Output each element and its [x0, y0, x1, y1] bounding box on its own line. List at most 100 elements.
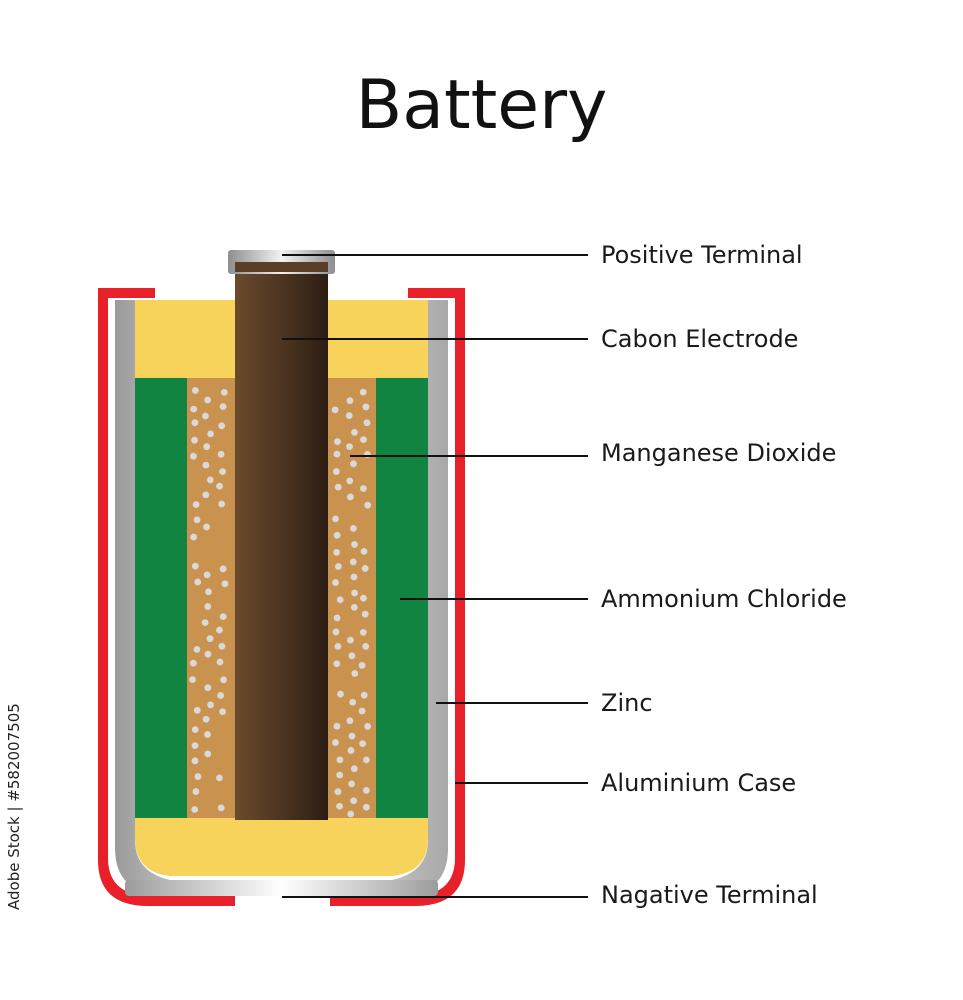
- particle-dot: [206, 476, 214, 484]
- particle-dot: [348, 652, 356, 660]
- particle-dot: [216, 482, 223, 490]
- particle-dot: [360, 691, 368, 699]
- particle-dot: [361, 610, 369, 618]
- particle-dot: [219, 565, 227, 573]
- particle-dot: [192, 788, 200, 795]
- particle-dot: [349, 698, 357, 706]
- particle-dot: [363, 756, 370, 764]
- particle-dot: [332, 515, 339, 523]
- particle-dot: [204, 731, 211, 738]
- particle-dot: [218, 500, 226, 508]
- particle-dot: [359, 740, 367, 748]
- particle-dot: [347, 636, 354, 644]
- particle-dot: [191, 742, 199, 750]
- particle-dot: [191, 419, 199, 427]
- particle-dot: [332, 579, 339, 586]
- particle-dot: [333, 548, 341, 556]
- particle-dot: [336, 771, 344, 779]
- particle-dot: [347, 747, 355, 754]
- particle-dot: [351, 589, 358, 597]
- particle-dot: [361, 565, 369, 572]
- particle-dot: [191, 387, 199, 394]
- particle-dot: [204, 396, 212, 404]
- ammonium-chloride-left: [135, 378, 187, 818]
- particle-dot: [334, 788, 342, 796]
- particle-dot: [332, 628, 340, 636]
- particle-dot: [350, 573, 358, 581]
- particle-dot: [350, 460, 357, 468]
- particle-dot: [360, 436, 367, 444]
- label-manganese-dioxide: Manganese Dioxide: [601, 439, 837, 467]
- particle-dot: [332, 739, 339, 746]
- particle-dot: [362, 403, 370, 411]
- particle-dot: [360, 547, 368, 555]
- particle-dot: [350, 603, 358, 611]
- particle-dot: [219, 403, 227, 411]
- particle-dot: [334, 483, 342, 491]
- particle-dot: [359, 628, 367, 636]
- particle-dot: [217, 804, 225, 812]
- negative-terminal-plate: [125, 880, 438, 896]
- particle-dot: [194, 578, 202, 586]
- particle-dot: [204, 750, 212, 758]
- positive-terminal-cap-inner: [235, 262, 328, 272]
- particle-dot: [358, 707, 366, 715]
- label-zinc: Zinc: [601, 689, 653, 717]
- particle-dot: [216, 658, 224, 666]
- particle-dot: [207, 430, 215, 438]
- particle-dot: [202, 491, 210, 499]
- particle-dot: [346, 717, 354, 725]
- particle-dot: [220, 388, 228, 396]
- label-ammonium-chloride: Ammonium Chloride: [601, 585, 847, 613]
- particle-dot: [333, 660, 341, 668]
- particle-dot: [190, 533, 198, 541]
- particle-dot: [331, 406, 339, 414]
- particle-dot: [191, 806, 199, 813]
- particle-dot: [194, 773, 202, 780]
- particle-dot: [337, 690, 344, 698]
- particle-dot: [191, 436, 198, 444]
- particle-dot: [333, 450, 341, 458]
- particle-dot: [202, 412, 209, 420]
- particle-dot: [359, 388, 367, 396]
- particle-dot: [218, 642, 226, 650]
- particle-dot: [219, 468, 227, 476]
- particle-dot: [336, 756, 344, 764]
- label-aluminium-case: Aluminium Case: [601, 769, 797, 797]
- particle-dot: [189, 452, 197, 460]
- diagram-title: Battery: [355, 66, 608, 145]
- particle-dot: [193, 706, 201, 714]
- stock-image-id: Adobe Stock | #582007505: [5, 703, 23, 910]
- particle-dot: [364, 722, 372, 730]
- particle-dot: [359, 485, 367, 492]
- particle-dot: [350, 765, 358, 773]
- particle-dot: [346, 477, 354, 485]
- particle-dot: [351, 670, 359, 677]
- particle-dot: [193, 516, 201, 524]
- particle-dot: [333, 722, 341, 730]
- particle-dot: [204, 603, 212, 610]
- particle-dot: [349, 524, 357, 532]
- particle-dot: [202, 461, 210, 469]
- particle-dot: [332, 468, 340, 475]
- particle-dot: [363, 419, 371, 427]
- particle-dot: [191, 726, 199, 734]
- particle-dot: [219, 708, 227, 716]
- particle-dot: [204, 650, 212, 658]
- particle-dot: [193, 645, 201, 653]
- particle-dot: [336, 802, 343, 810]
- particle-dot: [362, 787, 370, 794]
- particle-dot: [335, 563, 342, 570]
- particle-dot: [217, 692, 225, 699]
- particle-dot: [349, 558, 357, 566]
- particle-dot: [202, 715, 210, 723]
- label-positive-terminal: Positive Terminal: [601, 241, 803, 269]
- particle-dot: [221, 580, 229, 588]
- particle-dot: [362, 803, 370, 811]
- particle-dot: [216, 774, 223, 782]
- particle-dot: [362, 642, 370, 650]
- particle-dot: [205, 588, 212, 596]
- particle-dot: [346, 397, 354, 405]
- particle-dot: [351, 428, 358, 436]
